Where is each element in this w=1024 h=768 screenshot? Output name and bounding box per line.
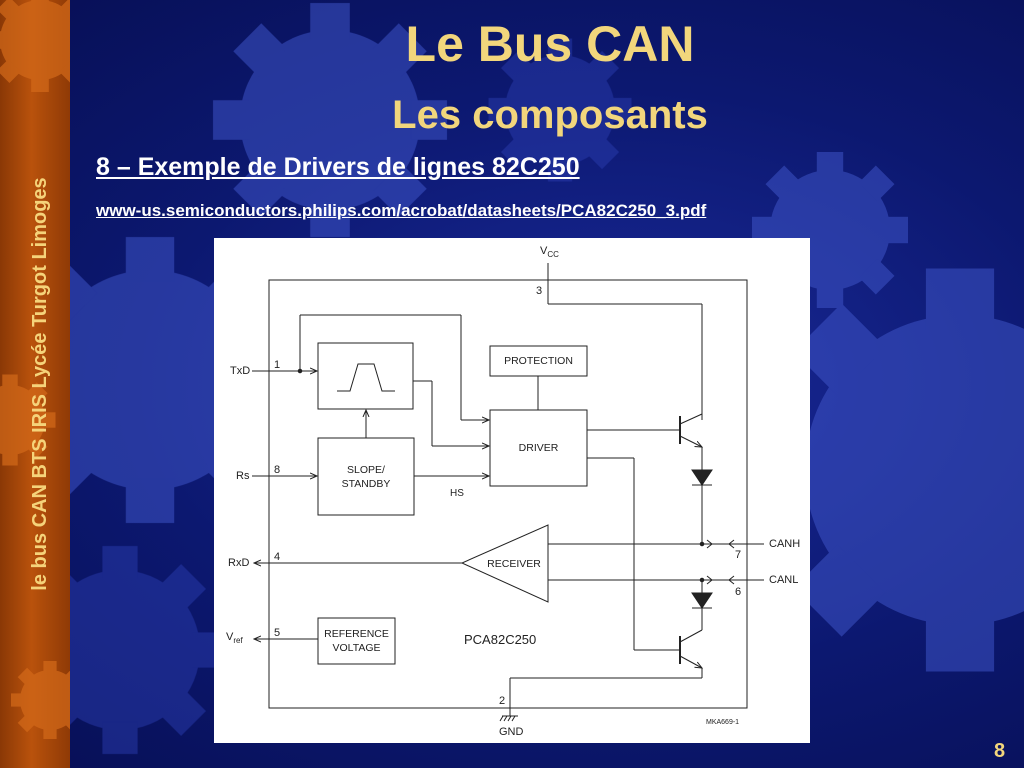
receiver-block xyxy=(460,524,549,603)
txd-label: TxD xyxy=(230,365,250,377)
gnd-label: GND xyxy=(499,726,524,738)
slope-label-line2: STANDBY xyxy=(342,478,391,490)
section-heading: 8 – Exemple de Drivers de lignes 82C250 xyxy=(96,153,580,181)
slide-title: Le Bus CAN xyxy=(405,16,695,72)
figure-code: MKA669-1 xyxy=(706,719,739,726)
circuit-diagram: VCC 3 TxD 1 Rs 8 RxD 4 Vref 5 CANH 7 CAN… xyxy=(214,238,810,743)
canl-pin-number: 6 xyxy=(735,586,741,598)
reference-voltage-block xyxy=(317,617,396,665)
vref-label: Vref xyxy=(226,631,243,645)
filter-block xyxy=(317,342,414,410)
rs-pin-number: 8 xyxy=(274,464,280,476)
datasheet-link[interactable]: www-us.semiconductors.philips.com/acroba… xyxy=(96,201,707,220)
canl-label: CANL xyxy=(769,574,798,586)
driver-label: DRIVER xyxy=(519,442,559,454)
chip-name: PCA82C250 xyxy=(464,632,536,647)
page-number: 8 xyxy=(994,740,1006,762)
vref-pin-number: 5 xyxy=(274,627,280,639)
vcc-label: VCC xyxy=(540,245,559,259)
canh-label: CANH xyxy=(769,538,800,550)
chip-outline xyxy=(268,279,748,709)
sidebar: le bus CAN BTS IRIS Lycée Turgot Limoges xyxy=(0,0,70,768)
txd-pin-number: 1 xyxy=(274,359,280,371)
canh-pin-number: 7 xyxy=(735,549,741,561)
slide-subtitle: Les composants xyxy=(392,93,708,137)
driver-block xyxy=(489,409,588,487)
sidebar-label: le bus CAN BTS IRIS Lycée Turgot Limoges xyxy=(29,177,51,591)
vcc-pin-number: 3 xyxy=(536,285,542,297)
rxd-label: RxD xyxy=(228,557,249,569)
protection-label: PROTECTION xyxy=(504,355,573,367)
rxd-pin-number: 4 xyxy=(274,551,280,563)
reference-label-line1: REFERENCE xyxy=(324,628,389,640)
hs-label: HS xyxy=(450,488,464,499)
gnd-pin-number: 2 xyxy=(499,695,505,707)
rs-label: Rs xyxy=(236,470,250,482)
slope-standby-block xyxy=(317,437,415,516)
slope-label-line1: SLOPE/ xyxy=(347,464,385,476)
reference-label-line2: VOLTAGE xyxy=(332,642,380,654)
receiver-label: RECEIVER xyxy=(487,558,541,570)
